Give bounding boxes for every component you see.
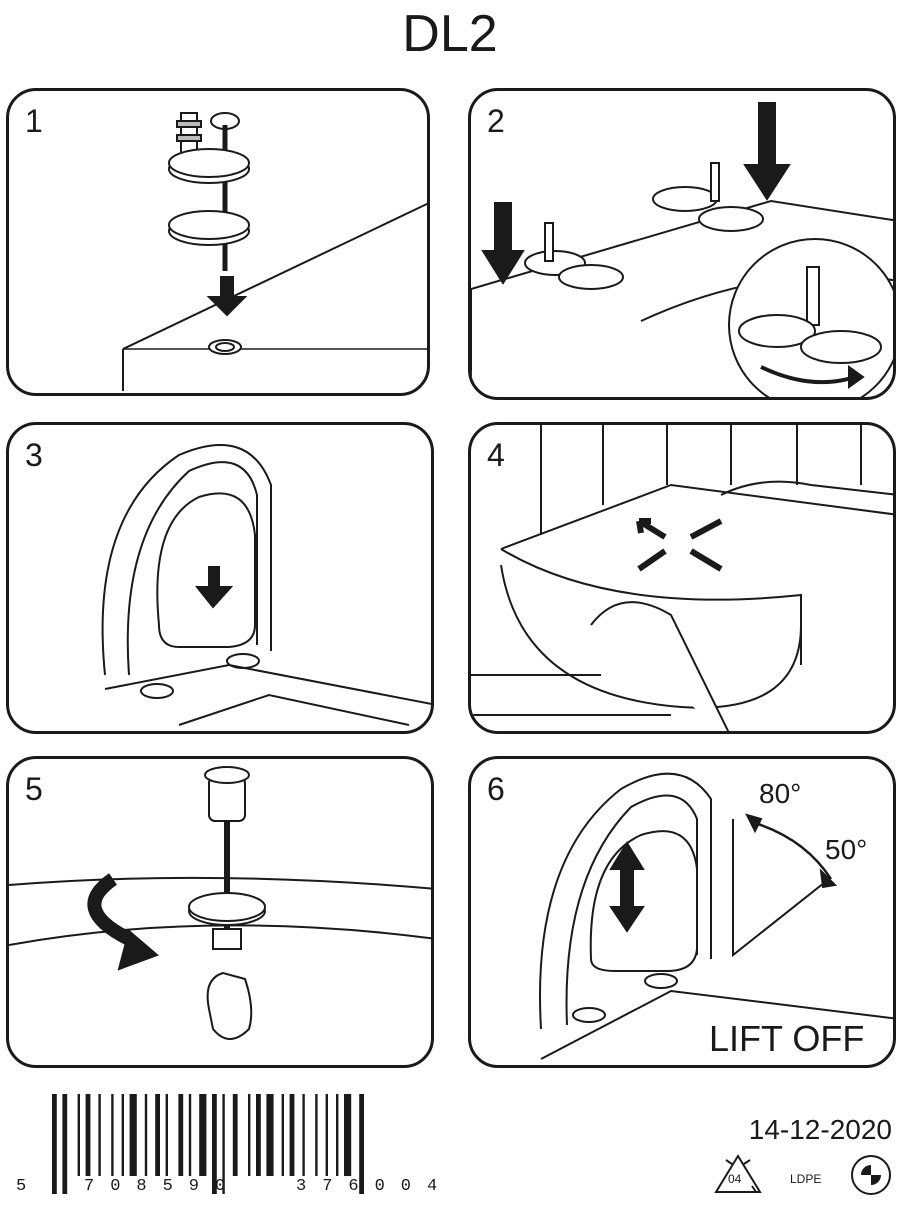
- step-panel-5: 5: [6, 756, 434, 1068]
- step-number-6: 6: [487, 771, 505, 807]
- step-number-4: 4: [487, 437, 505, 473]
- step-panel-1: 1: [6, 88, 430, 396]
- barcode-bar: [52, 1094, 57, 1194]
- step-number-1: 1: [25, 103, 43, 139]
- barcode-bars: [52, 1094, 364, 1194]
- barcode-right-group: 376004: [296, 1177, 454, 1196]
- angle-label-80: 80°: [759, 778, 802, 809]
- barcode-left-group: 708590: [84, 1177, 242, 1196]
- barcode-bar: [77, 1094, 80, 1176]
- step-panel-4: 4: [468, 422, 896, 734]
- barcode-bar: [344, 1094, 352, 1176]
- barcode-bar: [359, 1094, 364, 1194]
- step-panel-3: 3: [6, 422, 434, 734]
- barcode-bar: [315, 1094, 318, 1176]
- illustration-seat-alignment: [471, 425, 893, 731]
- barcode-bar: [232, 1094, 238, 1176]
- barcode-bar: [121, 1094, 124, 1176]
- barcode-bar: [199, 1094, 207, 1176]
- angle-label-50: 50°: [825, 834, 868, 865]
- green-dot-icon: [851, 1155, 891, 1195]
- lift-off-caption: LIFT OFF: [709, 1018, 865, 1059]
- illustration-hinge-placement: [471, 102, 893, 397]
- recycle-code: 04: [728, 1172, 742, 1186]
- barcode-bar: [129, 1094, 137, 1176]
- illustration-seat-mounting: [101, 444, 431, 726]
- illustration-hinge-assembly: [122, 112, 427, 391]
- barcode-bar: [98, 1094, 101, 1176]
- barcode-bar: [325, 1094, 328, 1176]
- barcode-bar: [85, 1094, 91, 1176]
- recycle-material: LDPE: [790, 1172, 822, 1186]
- barcode-bar: [212, 1094, 217, 1194]
- print-date: 14-12-2020: [748, 1114, 892, 1145]
- barcode-bar: [281, 1094, 284, 1176]
- barcode-lead-digit: 5: [16, 1177, 27, 1196]
- step-panel-2: 2: [468, 88, 896, 400]
- barcode-bar: [256, 1094, 261, 1176]
- illustration-bolt-tightening: [9, 766, 431, 1040]
- page-title: DL2: [402, 5, 498, 63]
- barcode-bar: [266, 1094, 274, 1176]
- barcode-bar: [289, 1094, 295, 1176]
- barcode-bar: [155, 1094, 160, 1176]
- barcode-bar: [302, 1094, 305, 1176]
- step-panel-6: 6 80° 50° LIFT OFF: [468, 756, 896, 1068]
- barcode-bar: [188, 1094, 192, 1176]
- barcode-bar: [178, 1094, 184, 1176]
- barcode-bar: [144, 1094, 148, 1176]
- barcode-bar: [62, 1094, 68, 1194]
- step-number-2: 2: [487, 103, 505, 139]
- step-number-5: 5: [25, 771, 43, 807]
- barcode-bar: [165, 1094, 168, 1176]
- barcode-bar: [111, 1094, 114, 1176]
- barcode-bar: [248, 1094, 251, 1176]
- barcode: 5 708590 376004: [0, 1090, 500, 1200]
- recycle-triangle-icon: [714, 1154, 762, 1193]
- step-number-3: 3: [25, 437, 43, 473]
- recycling-marks: 04 LDPE: [700, 1152, 900, 1198]
- barcode-bar: [336, 1094, 339, 1176]
- barcode-bar: [222, 1094, 225, 1194]
- illustration-seat-lift-off: [539, 772, 893, 1060]
